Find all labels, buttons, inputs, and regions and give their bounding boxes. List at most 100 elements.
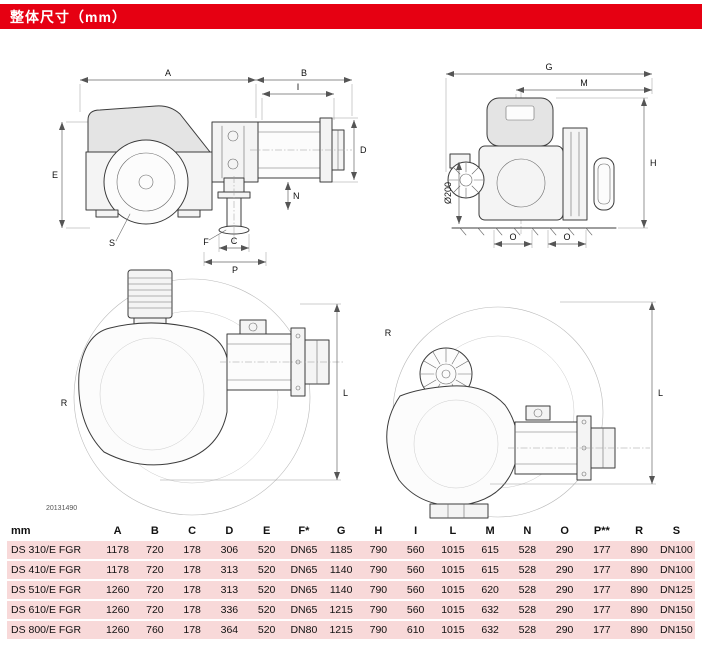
model-cell: DS 510/E FGR: [7, 581, 99, 599]
value-cell: 177: [583, 601, 621, 619]
value-cell: 890: [620, 561, 658, 579]
dim-label-p: P: [232, 265, 238, 275]
column-header-m: M: [471, 523, 509, 539]
column-header-r: R: [620, 523, 658, 539]
value-cell: 290: [546, 541, 584, 559]
value-cell: 720: [136, 601, 174, 619]
column-header-unit: mm: [7, 523, 99, 539]
value-cell: 178: [173, 601, 211, 619]
value-cell: 1260: [99, 581, 137, 599]
value-cell: 290: [546, 581, 584, 599]
column-header-f: F*: [285, 523, 323, 539]
value-cell: 1140: [322, 561, 360, 579]
value-cell: 615: [471, 541, 509, 559]
value-cell: DN100: [657, 561, 695, 579]
value-cell: 1215: [322, 601, 360, 619]
dim-label-n: N: [293, 191, 300, 201]
value-cell: 1015: [434, 561, 472, 579]
value-cell: 560: [397, 581, 435, 599]
column-header-o: O: [546, 523, 584, 539]
value-cell: 1260: [99, 601, 137, 619]
value-cell: 1015: [434, 541, 472, 559]
value-cell: 790: [359, 541, 397, 559]
dim-label-i: I: [297, 82, 300, 92]
dim-label-s: S: [109, 238, 115, 248]
column-header-g: G: [322, 523, 360, 539]
model-cell: DS 410/E FGR: [7, 561, 99, 579]
value-cell: 528: [508, 601, 546, 619]
value-cell: 520: [248, 621, 286, 639]
value-cell: 290: [546, 601, 584, 619]
dim-label-o-left: O: [509, 232, 516, 242]
dim-label-m: M: [580, 78, 588, 88]
value-cell: 520: [248, 601, 286, 619]
value-cell: 760: [136, 621, 174, 639]
value-cell: 290: [546, 621, 584, 639]
drawing-rear-view: G M: [443, 62, 657, 248]
value-cell: 528: [508, 561, 546, 579]
value-cell: 178: [173, 541, 211, 559]
value-cell: 560: [397, 601, 435, 619]
drawing-plan-view-right: R L: [385, 301, 663, 519]
value-cell: 178: [173, 581, 211, 599]
model-cell: DS 610/E FGR: [7, 601, 99, 619]
drawing-plan-view-left: R L: [61, 269, 348, 516]
value-cell: 560: [397, 561, 435, 579]
value-cell: 1015: [434, 601, 472, 619]
value-cell: 720: [136, 561, 174, 579]
dim-label-l-left: L: [343, 388, 348, 398]
value-cell: DN65: [285, 561, 323, 579]
dim-label-r-right: R: [385, 328, 392, 338]
column-header-n: N: [508, 523, 546, 539]
value-cell: 313: [210, 561, 248, 579]
section-title: 整体尺寸（mm）: [10, 8, 127, 25]
dim-label-d: D: [360, 145, 367, 155]
model-cell: DS 310/E FGR: [7, 541, 99, 559]
value-cell: 890: [620, 621, 658, 639]
dim-label-b: B: [301, 68, 307, 78]
dim-label-diameter: Ø200: [443, 182, 453, 204]
drawing-side-view: A B I E D: [52, 68, 367, 275]
section-header-bar: 整体尺寸（mm）: [0, 4, 702, 29]
value-cell: 1015: [434, 581, 472, 599]
value-cell: 528: [508, 621, 546, 639]
technical-drawings: A B I E D: [46, 62, 663, 519]
value-cell: 1178: [99, 561, 137, 579]
dim-label-a: A: [165, 68, 171, 78]
model-cell: DS 800/E FGR: [7, 621, 99, 639]
value-cell: 560: [397, 541, 435, 559]
value-cell: 620: [471, 581, 509, 599]
dim-label-e: E: [52, 170, 58, 180]
value-cell: DN125: [657, 581, 695, 599]
column-header-i: I: [397, 523, 435, 539]
value-cell: 790: [359, 581, 397, 599]
value-cell: 1140: [322, 581, 360, 599]
value-cell: 790: [359, 621, 397, 639]
value-cell: 1015: [434, 621, 472, 639]
dim-label-f: F: [203, 237, 209, 247]
value-cell: DN65: [285, 541, 323, 559]
value-cell: 364: [210, 621, 248, 639]
value-cell: 528: [508, 581, 546, 599]
value-cell: 520: [248, 541, 286, 559]
column-header-c: C: [173, 523, 211, 539]
value-cell: DN65: [285, 581, 323, 599]
value-cell: 178: [173, 621, 211, 639]
value-cell: 306: [210, 541, 248, 559]
column-header-e: E: [248, 523, 286, 539]
value-cell: 177: [583, 581, 621, 599]
value-cell: DN150: [657, 601, 695, 619]
value-cell: 336: [210, 601, 248, 619]
value-cell: 520: [248, 581, 286, 599]
dim-label-g: G: [545, 62, 552, 72]
value-cell: 790: [359, 561, 397, 579]
value-cell: 1178: [99, 541, 137, 559]
dim-label-h: H: [650, 158, 657, 168]
value-cell: 890: [620, 581, 658, 599]
value-cell: 177: [583, 561, 621, 579]
